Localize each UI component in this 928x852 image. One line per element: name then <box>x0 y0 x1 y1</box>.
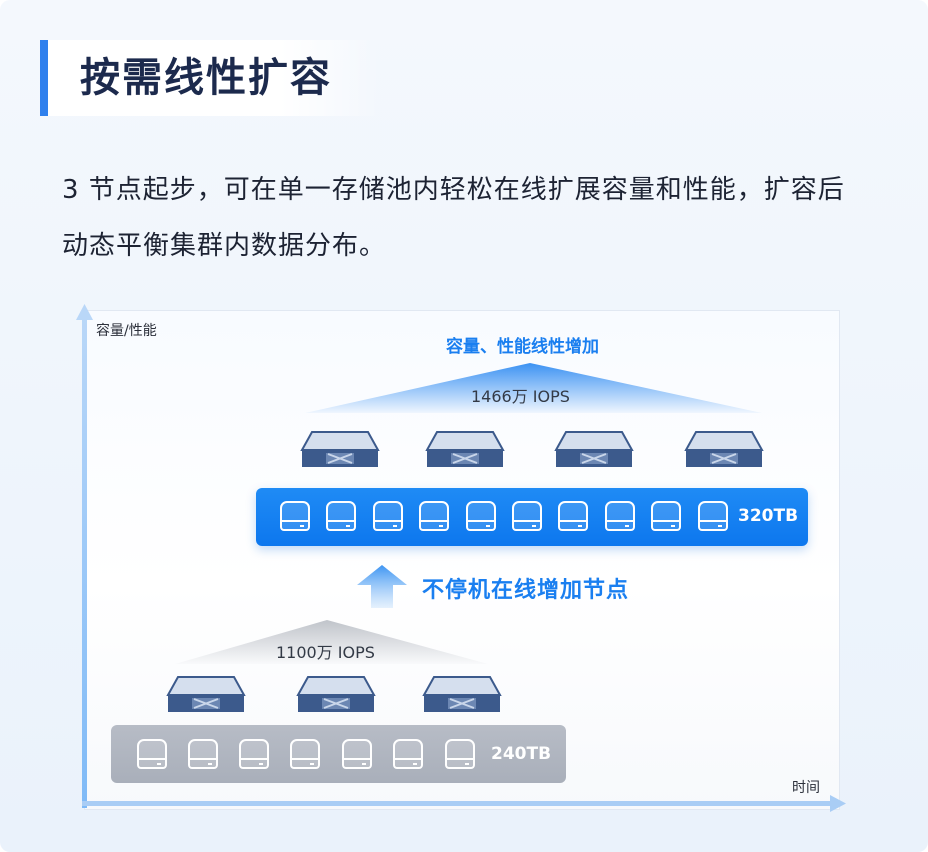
disk-icon <box>698 501 728 531</box>
disk-icon <box>466 501 496 531</box>
y-axis-label: 容量/性能 <box>96 323 157 339</box>
expand-label: 不停机在线增加节点 <box>422 578 630 603</box>
y-axis <box>82 318 87 808</box>
after-iops-label: 1466万 IOPS <box>471 387 570 406</box>
before-capacity-label: 240TB <box>491 744 552 764</box>
x-axis <box>82 801 834 806</box>
x-axis-arrowhead <box>830 795 846 812</box>
disk-icon <box>512 501 542 531</box>
disk-icon <box>419 501 449 531</box>
after-capacity-label: 320TB <box>738 506 799 526</box>
disk-icon <box>445 739 475 769</box>
before-performance-triangle <box>175 620 488 664</box>
top-heading: 容量、性能线性增加 <box>446 337 599 357</box>
node-icon <box>296 676 376 712</box>
before-storage-pool: 240TB <box>111 725 566 783</box>
feature-description: 3 节点起步，可在单一存储池内轻松在线扩展容量和性能，扩容后动态平衡集群内数据分… <box>62 175 845 261</box>
y-axis-arrowhead <box>76 304 93 320</box>
disk-icon <box>605 501 635 531</box>
x-axis-label: 时间 <box>792 780 820 796</box>
page-title: 按需线性扩容 <box>80 55 332 101</box>
disk-icon <box>342 739 372 769</box>
disk-icon <box>393 739 423 769</box>
node-icon <box>300 431 380 467</box>
expand-arrow <box>357 565 407 608</box>
disk-icon <box>373 501 403 531</box>
disk-icon <box>326 501 356 531</box>
title-accent-bar <box>40 40 48 116</box>
disk-icon <box>239 739 269 769</box>
after-storage-pool: 320TB <box>256 488 808 546</box>
node-icon <box>554 431 634 467</box>
disk-icon <box>280 501 310 531</box>
disk-icon <box>188 739 218 769</box>
node-icon <box>684 431 764 467</box>
before-iops-label: 1100万 IOPS <box>276 643 375 662</box>
disk-icon <box>558 501 588 531</box>
node-icon <box>422 676 502 712</box>
node-icon <box>166 676 246 712</box>
node-icon <box>425 431 505 467</box>
title-background <box>48 40 380 116</box>
disk-icon <box>137 739 167 769</box>
disk-icon <box>651 501 681 531</box>
disk-icon <box>290 739 320 769</box>
after-performance-triangle <box>305 363 762 413</box>
